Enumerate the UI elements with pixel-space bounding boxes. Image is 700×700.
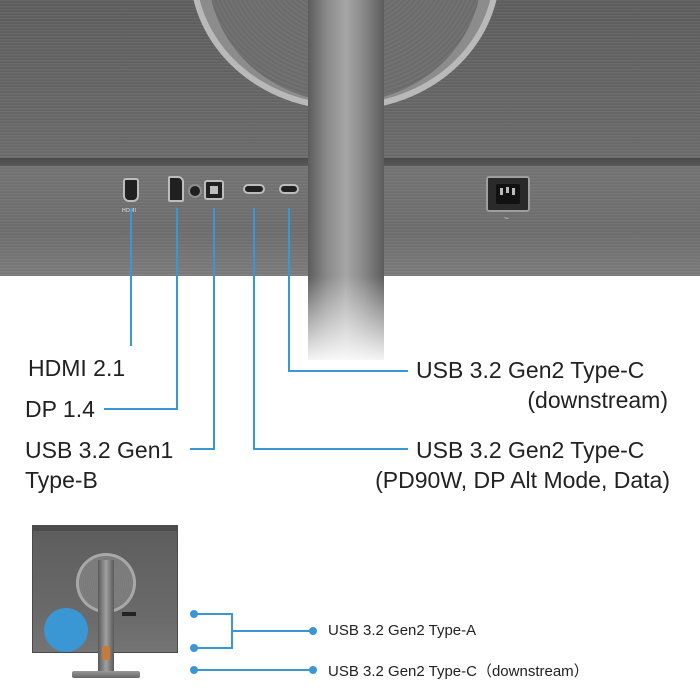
usb-c-pd-port-icon [243,184,265,194]
usb-a-bracket-v [231,613,233,649]
hdmi-port-marking: HDMI [122,208,136,214]
side-ports-highlight [44,608,88,652]
usb-c-pd-callout-line-h [253,448,408,450]
usb-c-down-callout-line-v [288,208,290,372]
usb-b-label-line2: Type-B [25,467,98,493]
usb-a-label: USB 3.2 Gen2 Type-A [328,622,477,639]
usb-c-downstream-port-icon [279,184,299,194]
power-pin [512,188,515,195]
displayport-port-icon [168,176,184,202]
usb-c-side-label: USB 3.2 Gen2 Type-C（downstream） [328,663,589,680]
usb-a-bracket-bottom [197,647,233,649]
usb-c-pd-label-line2: (PD90W, DP Alt Mode, Data) [375,467,670,493]
stand-fade [308,276,384,366]
power-pin [500,188,503,195]
power-pin [506,187,509,193]
thumbnail-ports [122,612,136,616]
usb-c-side-end-dot [309,666,317,674]
power-inlet-icon [486,176,530,212]
usb-c-down-label-line1: USB 3.2 Gen2 Type-C [416,357,645,383]
thumbnail-base [72,671,140,678]
usb-c-side-line [197,669,313,671]
usb-c-side-dot [190,666,198,674]
usb-b-callout-line-h [190,448,215,450]
hdmi-label: HDMI 2.1 [28,355,126,381]
usb-b-callout-line-v [213,208,215,450]
usb-a-port-dot-2 [190,644,198,652]
audio-jack-icon [188,184,202,198]
dp-callout-line-h [104,408,178,410]
thumbnail-cable [102,646,110,660]
power-symbol: ~ [504,214,509,223]
usb-c-pd-callout-line-v [253,208,255,450]
usb-c-down-callout-line-h [288,370,408,372]
usb-a-bracket-out [233,630,313,632]
usb-b-tongue [210,186,218,194]
usb-c-pd-label-line1: USB 3.2 Gen2 Type-C [416,437,645,463]
hdmi-port-icon [123,178,139,202]
hdmi-callout-line [130,208,132,346]
usb-b-label-line1: USB 3.2 Gen1 [25,437,174,463]
usb-a-end-dot [309,627,317,635]
thumbnail-top-edge [32,525,178,531]
dp-label: DP 1.4 [25,396,95,422]
dp-callout-line-v [176,208,178,410]
usb-a-bracket-top [197,613,233,615]
power-inlet-socket [496,184,520,204]
usb-c-down-label-line2: (downstream) [527,387,668,413]
usb-a-port-dot-1 [190,610,198,618]
